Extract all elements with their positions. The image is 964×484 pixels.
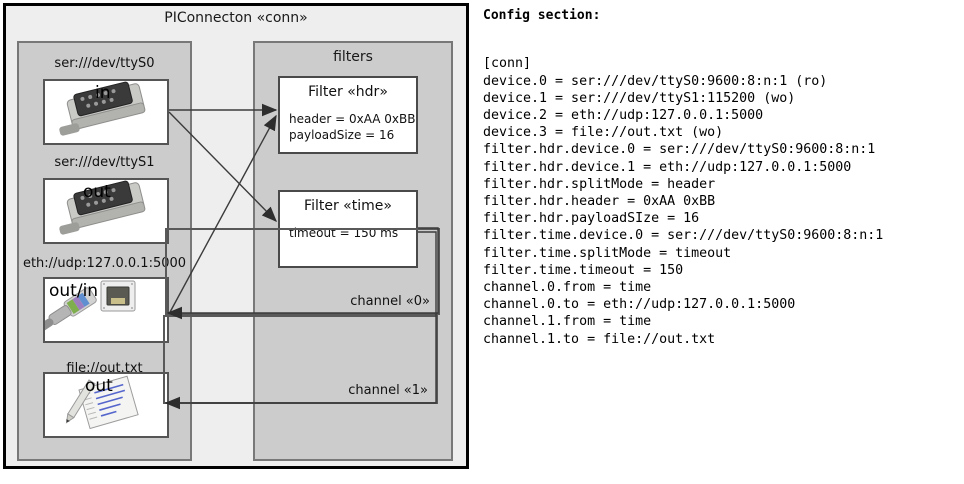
device-direction-file: out <box>85 376 113 396</box>
channel-region-1: channel «1» <box>163 315 438 404</box>
filter-attr: header = 0xAA 0xBB <box>289 112 416 126</box>
device-box-eth[interactable]: out/in <box>37 277 169 343</box>
config-text[interactable]: [conn] device.0 = ser:///dev/ttyS0:9600:… <box>483 56 884 347</box>
config-section: Config section: [conn] device.0 = ser://… <box>483 0 964 484</box>
filter-attr: payloadSize = 16 <box>289 128 395 142</box>
device-direction-ttyS1: out <box>83 182 111 202</box>
page-title: PIConnecton «conn» <box>164 10 308 26</box>
device-direction-ttyS0: in <box>95 83 111 103</box>
device-label-eth: eth://udp:127.0.0.1:5000 <box>22 256 187 271</box>
filter-title-hdr: Filter «hdr» <box>308 84 388 100</box>
filter-attrs-hdr: header = 0xAA 0xBB payloadSize = 16 <box>289 111 415 143</box>
channel-region-0: channel «0» <box>165 228 440 315</box>
device-box-ttyS1[interactable]: out <box>43 178 169 244</box>
device-box-file[interactable]: out <box>43 372 169 438</box>
serial-port-icon <box>59 180 146 235</box>
filters-panel-title: filters <box>333 49 373 65</box>
ethernet-jack-icon <box>37 280 136 332</box>
filter-box-hdr[interactable]: Filter «hdr» header = 0xAA 0xBB payloadS… <box>278 76 418 154</box>
filter-title-time: Filter «time» <box>304 198 392 214</box>
channel-label-1: channel «1» <box>348 383 428 398</box>
connection-diagram: PIConnecton «conn» ser:///dev/ttyS0 in <box>0 0 478 484</box>
notepad-icon <box>65 375 139 430</box>
device-label-ttyS1: ser:///dev/ttyS1 <box>54 155 155 170</box>
channel-label-0: channel «0» <box>350 294 430 309</box>
device-box-ttyS0[interactable]: in <box>43 79 169 145</box>
device-label-ttyS0: ser:///dev/ttyS0 <box>54 56 155 71</box>
config-heading: Config section: <box>483 8 601 23</box>
serial-port-icon <box>59 81 146 136</box>
device-direction-eth: out/in <box>49 281 99 301</box>
